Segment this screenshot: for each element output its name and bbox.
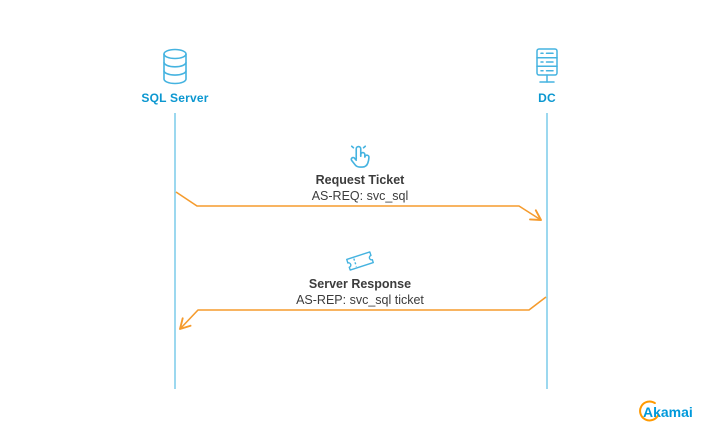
actor-sql-server: SQL Server [120, 46, 230, 105]
message-request-ticket: Request Ticket AS-REQ: svc_sql [240, 143, 480, 203]
message-detail: AS-REQ: svc_sql [311, 189, 409, 203]
message-title: Request Ticket [315, 173, 405, 187]
arrow-request-ticket [175, 191, 542, 221]
actor-dc: DC [492, 46, 602, 105]
message-detail: AS-REP: svc_sql ticket [296, 293, 424, 307]
tap-hand-icon [350, 145, 370, 168]
message-server-response: Server Response AS-REP: svc_sql ticket [240, 247, 480, 307]
message-title: Server Response [308, 277, 412, 291]
logo-text: Akamai [643, 404, 693, 420]
actor-label-dc: DC [538, 91, 556, 105]
arrow-server-response [179, 296, 547, 330]
logo-swoosh-icon [639, 400, 660, 422]
ticket-icon [346, 251, 374, 271]
server-icon [536, 48, 558, 83]
database-icon [163, 48, 187, 85]
akamai-logo: Akamai [636, 400, 704, 429]
actor-label-sql-server: SQL Server [141, 91, 209, 105]
